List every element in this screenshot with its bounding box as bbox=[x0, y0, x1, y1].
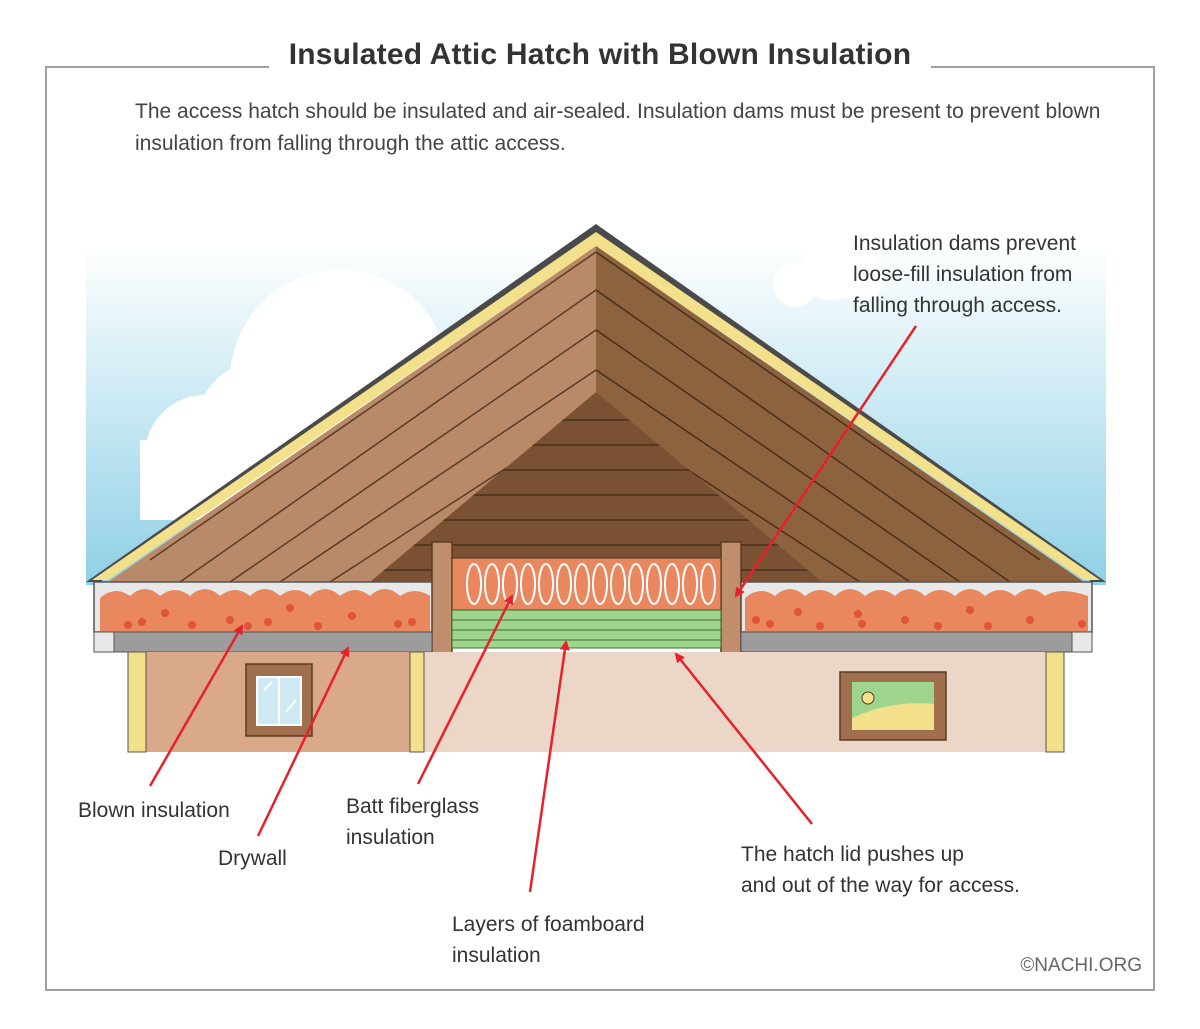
arrow-hatch-lid bbox=[674, 652, 813, 825]
arrow-drywall bbox=[256, 646, 350, 837]
blown-insulation-right bbox=[745, 589, 1088, 632]
drywall-right-cap bbox=[1071, 631, 1093, 653]
arrow-foamboard bbox=[528, 640, 570, 893]
page-title: Insulated Attic Hatch with Blown Insulat… bbox=[268, 38, 932, 72]
drywall-left bbox=[93, 631, 433, 653]
label-blown-insulation: Blown insulation bbox=[78, 799, 230, 822]
gable-wall bbox=[370, 392, 822, 582]
title-wrap: Insulated Attic Hatch with Blown Insulat… bbox=[0, 38, 1200, 72]
picture-frame bbox=[839, 671, 947, 741]
subtitle: The access hatch should be insulated and… bbox=[135, 100, 1101, 155]
wall-right bbox=[424, 652, 1046, 752]
blown-insulation-left bbox=[100, 589, 430, 632]
credit: ©NACHI.ORG bbox=[1020, 955, 1142, 976]
wall-post-right bbox=[1045, 651, 1065, 753]
cloud-right bbox=[773, 240, 884, 307]
insulation-dam-right bbox=[720, 541, 742, 657]
label-batt-fiberglass: Batt fiberglass insulation bbox=[346, 795, 480, 849]
wall-post-left bbox=[127, 651, 147, 753]
drywall-right bbox=[740, 631, 1093, 653]
foamboard-layers bbox=[451, 609, 722, 649]
arrow-batt bbox=[416, 594, 514, 785]
arrow-dams bbox=[734, 325, 918, 598]
label-insulation-dams: Insulation dams prevent loose-fill insul… bbox=[853, 232, 1076, 317]
label-drywall: Drywall bbox=[218, 847, 287, 870]
insulation-dam-left bbox=[431, 541, 453, 657]
batt-loops bbox=[466, 563, 716, 605]
window bbox=[245, 663, 313, 737]
label-hatch-lid: The hatch lid pushes up and out of the w… bbox=[741, 843, 1020, 897]
label-foamboard: Layers of foamboard insulation bbox=[452, 913, 645, 967]
arrow-blown bbox=[148, 624, 244, 787]
arrows bbox=[148, 325, 918, 893]
batt-insulation bbox=[451, 557, 722, 611]
wall-post-middle bbox=[409, 651, 425, 753]
drywall-left-cap bbox=[93, 631, 115, 653]
